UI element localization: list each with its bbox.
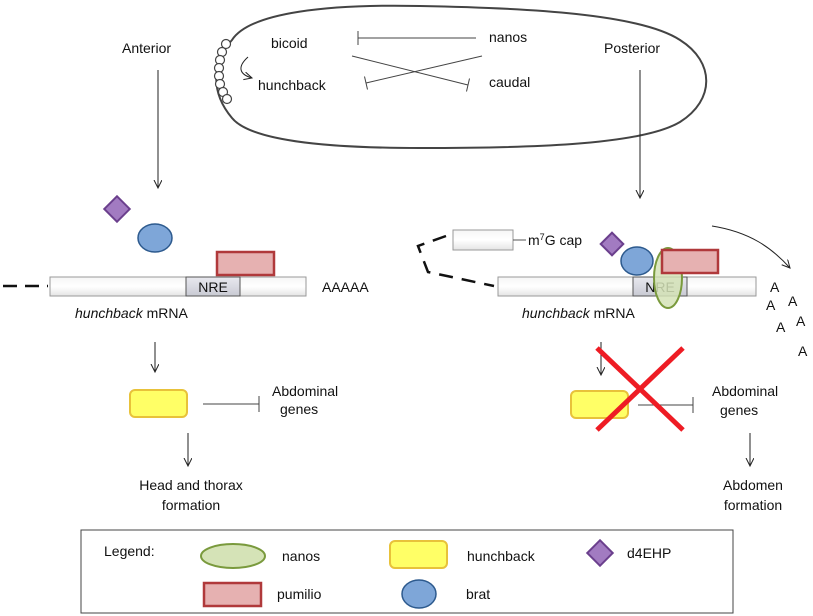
- posterior-hunchback-inhibits-abdominal: [638, 397, 694, 413]
- anterior-polya-tail: AAAAA: [322, 279, 369, 295]
- no-translation-cross-icon: [595, 346, 685, 432]
- anterior-abdominal-genes-line1: Abdominal: [272, 383, 338, 399]
- legend-title: Legend:: [104, 543, 155, 559]
- legend-pumilio-swatch: [202, 581, 263, 608]
- legend-brat-label: brat: [466, 586, 490, 602]
- anterior-mrna-strand: [49, 276, 307, 297]
- caudal-label: caudal: [489, 74, 530, 90]
- polya-letter: A: [788, 293, 798, 309]
- posterior-outcome-line1: Abdomen: [723, 477, 783, 493]
- anterior-abdominal-genes-line2: genes: [280, 401, 318, 417]
- anterior-bead-cluster: [213, 38, 233, 105]
- polya-letter: A: [776, 319, 786, 335]
- posterior-mrna-label: hunchback mRNA: [522, 305, 635, 321]
- polya-letter: A: [766, 297, 776, 313]
- legend-hunchback-swatch: [389, 540, 448, 569]
- anterior-panel: Anterior NRE AAAAA hunchback mRNA Abdomi…: [3, 40, 369, 513]
- pumilio-protein-posterior: [660, 248, 720, 275]
- posterior-label: Posterior: [604, 40, 660, 56]
- nanos-inhibits-hunchback: [364, 55, 483, 90]
- anterior-nre-label: NRE: [198, 279, 228, 295]
- d4ehp-protein-anterior: [102, 194, 132, 224]
- bicoid-inhibits-caudal: [351, 55, 470, 92]
- polya-letter: A: [798, 343, 808, 359]
- anterior-mrna-label: hunchback mRNA: [75, 305, 188, 321]
- polya-letter: A: [770, 279, 780, 295]
- bicoid-activates-hunchback-arrow: [240, 56, 252, 78]
- legend-hunchback-label: hunchback: [467, 548, 536, 564]
- legend-d4ehp-swatch: [585, 538, 615, 568]
- m7g-cap-label: m7G cap: [528, 232, 582, 248]
- embryo: bicoid nanos hunchback caudal: [213, 4, 708, 150]
- released-polya-letters: A A A A A A: [766, 279, 808, 359]
- embryo-outline: [215, 4, 708, 150]
- hunchback-protein-anterior: [129, 389, 188, 418]
- legend-d4ehp-label: d4EHP: [627, 545, 671, 561]
- d4ehp-protein-posterior: [599, 231, 625, 257]
- legend-pumilio-label: pumilio: [277, 586, 322, 602]
- posterior-abdominal-genes-line2: genes: [720, 402, 758, 418]
- posterior-panel: Posterior m7G cap NRE A A A A A A hunchb…: [416, 40, 808, 513]
- bicoid-label: bicoid: [271, 35, 308, 51]
- anterior-outcome-line2: formation: [162, 497, 220, 513]
- legend-nanos-label: nanos: [282, 548, 320, 564]
- brat-protein-anterior: [137, 223, 173, 253]
- pumilio-protein-anterior: [215, 250, 276, 277]
- legend: Legend: nanos hunchback d4EHP pumilio br…: [80, 529, 734, 614]
- posterior-5prime-cap-box: [452, 229, 514, 251]
- brat-protein-posterior: [620, 246, 654, 276]
- deadenylation-arrow: [711, 225, 790, 268]
- posterior-mrna-strand: [497, 276, 757, 297]
- posterior-outcome-line2: formation: [724, 497, 782, 513]
- anterior-hunchback-inhibits-abdominal: [203, 396, 260, 412]
- nanos-label-embryo: nanos: [489, 29, 527, 45]
- anterior-outcome-line1: Head and thorax: [139, 477, 243, 493]
- anterior-label: Anterior: [122, 40, 171, 56]
- hunchback-label-embryo: hunchback: [258, 77, 327, 93]
- legend-brat-swatch: [401, 579, 437, 609]
- legend-nanos-swatch: [200, 543, 266, 569]
- anterior-nre-box: [185, 276, 241, 297]
- hunchback-protein-posterior: [570, 390, 629, 419]
- polya-letter: A: [796, 313, 806, 329]
- nanos-inhibits-bicoid: [357, 31, 476, 45]
- posterior-abdominal-genes-line1: Abdominal: [712, 383, 778, 399]
